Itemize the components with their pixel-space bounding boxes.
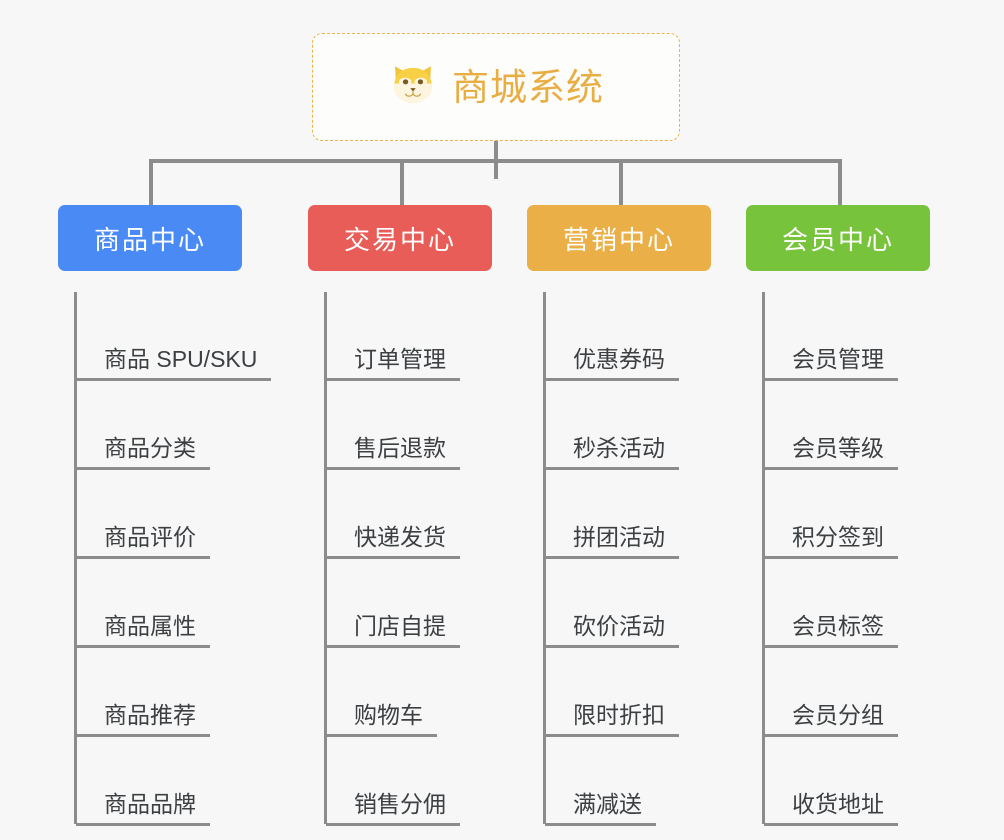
leaf-item[interactable]: 限时折扣	[545, 648, 711, 737]
leaf-item[interactable]: 订单管理	[326, 292, 492, 381]
category-column-3: 营销中心 优惠券码 秒杀活动 拼团活动 砍价活动 限时折扣 满减送	[527, 205, 711, 826]
leaf-item-label: 满减送	[545, 793, 656, 826]
leaf-item-label: 砍价活动	[545, 615, 679, 648]
leaf-item[interactable]: 收货地址	[764, 737, 930, 826]
leaf-item[interactable]: 秒杀活动	[545, 381, 711, 470]
leaf-item[interactable]: 快递发货	[326, 470, 492, 559]
leaf-item[interactable]: 满减送	[545, 737, 711, 826]
leaf-item[interactable]: 积分签到	[764, 470, 930, 559]
leaf-item[interactable]: 商品推荐	[76, 648, 242, 737]
category-header-2[interactable]: 交易中心	[308, 205, 492, 271]
leaf-item[interactable]: 商品 SPU/SKU	[76, 292, 272, 381]
leaf-item-label: 优惠券码	[545, 348, 679, 381]
leaf-item-label: 商品属性	[76, 615, 210, 648]
leaf-list-2: 订单管理 售后退款 快递发货 门店自提 购物车 销售分佣	[308, 292, 492, 826]
leaf-item-label: 限时折扣	[545, 704, 679, 737]
leaf-list-4: 会员管理 会员等级 积分签到 会员标签 会员分组 收货地址	[746, 292, 930, 826]
leaf-spine-3	[543, 292, 546, 824]
category-header-3[interactable]: 营销中心	[527, 205, 711, 271]
leaf-item[interactable]: 会员分组	[764, 648, 930, 737]
leaf-item-label: 拼团活动	[545, 526, 679, 559]
connector-drop-1	[149, 159, 153, 205]
leaf-item-label: 商品 SPU/SKU	[76, 348, 272, 381]
leaf-item-label: 商品评价	[76, 526, 210, 559]
leaf-item-label: 秒杀活动	[545, 437, 679, 470]
leaf-item[interactable]: 砍价活动	[545, 559, 711, 648]
leaf-item-label: 商品分类	[76, 437, 210, 470]
leaf-item-label: 销售分佣	[326, 793, 460, 826]
category-header-4[interactable]: 会员中心	[746, 205, 930, 271]
leaf-item[interactable]: 拼团活动	[545, 470, 711, 559]
connector-drop-2	[400, 159, 404, 205]
leaf-item-label: 订单管理	[326, 348, 460, 381]
leaf-item[interactable]: 优惠券码	[545, 292, 711, 381]
leaf-list-1: 商品 SPU/SKU 商品分类 商品评价 商品属性 商品推荐 商品品牌	[58, 292, 272, 826]
root-node-title: 商城系统	[452, 66, 604, 108]
leaf-item-label: 售后退款	[326, 437, 460, 470]
leaf-item-label: 门店自提	[326, 615, 460, 648]
leaf-item[interactable]: 会员管理	[764, 292, 930, 381]
leaf-spine-2	[324, 292, 327, 824]
connector-horizontal-bus	[149, 159, 842, 163]
shiba-dog-face-icon	[388, 60, 438, 115]
category-header-1[interactable]: 商品中心	[58, 205, 242, 271]
leaf-item-label: 会员等级	[764, 437, 898, 470]
leaf-item-label: 商品推荐	[76, 704, 210, 737]
leaf-item-label: 快递发货	[326, 526, 460, 559]
leaf-item[interactable]: 售后退款	[326, 381, 492, 470]
leaf-spine-4	[762, 292, 765, 824]
leaf-item-label: 会员分组	[764, 704, 898, 737]
root-node-mall-system[interactable]: 商城系统	[312, 33, 680, 141]
connector-drop-4	[838, 159, 842, 205]
leaf-item-label: 商品品牌	[76, 793, 210, 826]
leaf-list-3: 优惠券码 秒杀活动 拼团活动 砍价活动 限时折扣 满减送	[527, 292, 711, 826]
leaf-item[interactable]: 会员等级	[764, 381, 930, 470]
category-column-2: 交易中心 订单管理 售后退款 快递发货 门店自提 购物车 销售分佣	[308, 205, 492, 826]
leaf-item[interactable]: 商品属性	[76, 559, 242, 648]
leaf-item[interactable]: 商品品牌	[76, 737, 242, 826]
category-column-4: 会员中心 会员管理 会员等级 积分签到 会员标签 会员分组 收货地址	[746, 205, 930, 826]
leaf-item-label: 收货地址	[764, 793, 898, 826]
leaf-item[interactable]: 会员标签	[764, 559, 930, 648]
leaf-item[interactable]: 商品分类	[76, 381, 242, 470]
leaf-item-label: 会员管理	[764, 348, 898, 381]
leaf-item-label: 会员标签	[764, 615, 898, 648]
category-header-1-label: 商品中心	[93, 224, 206, 255]
leaf-item[interactable]: 门店自提	[326, 559, 492, 648]
category-header-3-label: 营销中心	[562, 224, 675, 255]
leaf-item[interactable]: 商品评价	[76, 470, 242, 559]
connector-drop-3	[619, 159, 623, 205]
leaf-item[interactable]: 销售分佣	[326, 737, 492, 826]
leaf-item-label: 购物车	[326, 704, 437, 737]
category-header-4-label: 会员中心	[781, 224, 894, 255]
leaf-item-label: 积分签到	[764, 526, 898, 559]
category-header-2-label: 交易中心	[343, 224, 456, 255]
leaf-spine-1	[74, 292, 77, 824]
leaf-item[interactable]: 购物车	[326, 648, 492, 737]
category-column-1: 商品中心 商品 SPU/SKU 商品分类 商品评价 商品属性 商品推荐 商品品牌	[58, 205, 272, 826]
